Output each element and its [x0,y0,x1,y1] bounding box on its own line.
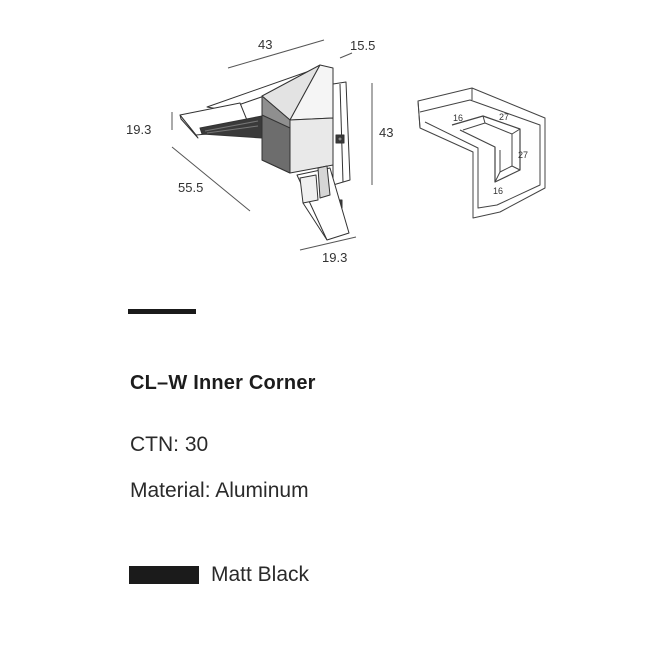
technical-drawing: 43 15.5 19.3 43 55.5 19.3 16 27 27 16 [126,37,546,265]
dimension-lines [171,39,373,251]
profile-drawing [417,87,546,219]
product-title: CL–W Inner Corner [130,372,316,394]
dim-profile-c: 27 [518,150,528,160]
dim-top-length: 43 [258,37,272,52]
dim-profile-d: 16 [493,186,503,196]
finish-option: Matt Black [129,562,309,588]
dim-profile-a: 16 [453,113,463,123]
corner-connector-drawing [179,64,351,241]
accent-divider [128,309,196,314]
spec-material: Material: Aluminum [130,479,309,502]
dim-top-depth: 15.5 [350,38,375,53]
dim-profile-b: 27 [499,112,509,122]
dim-diagonal-length: 55.5 [178,180,203,195]
spec-ctn: CTN: 30 [130,433,209,456]
finish-color-swatch [129,566,199,584]
dim-bottom-width: 19.3 [322,250,347,265]
finish-label: Matt Black [211,563,310,586]
dim-left-height: 19.3 [126,122,151,137]
dim-right-height: 43 [379,125,393,140]
